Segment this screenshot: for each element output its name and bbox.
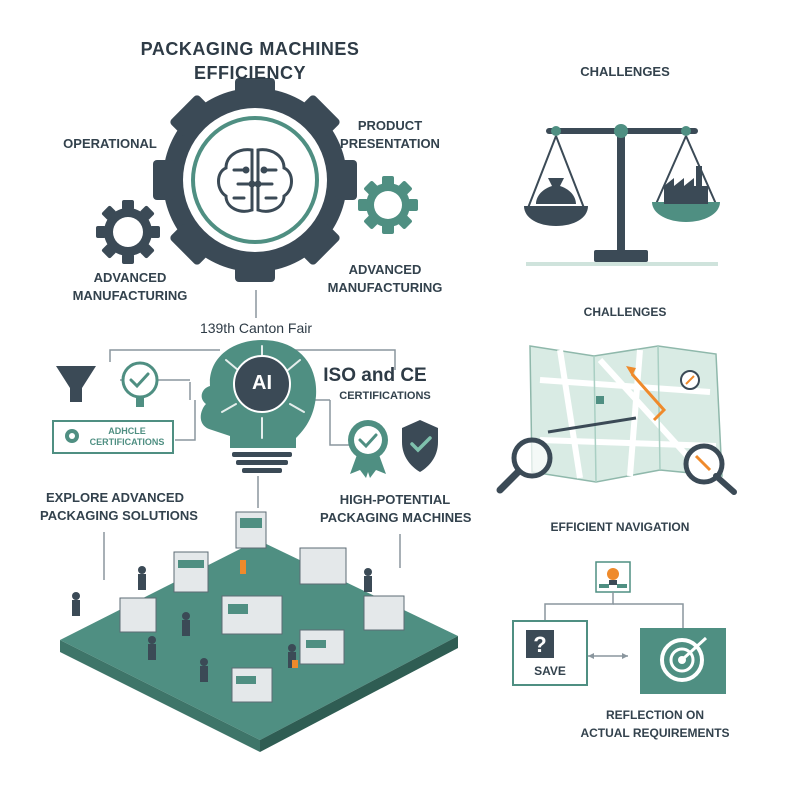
cert-badge-line-2: CERTIFICATIONS [89, 437, 165, 447]
check-icon [121, 361, 159, 407]
label-efficient-navigation: EFFICIENT NAVIGATION [550, 520, 690, 534]
label-adv-mfg-right-2: MANUFACTURING [327, 280, 443, 295]
label-challenges-top: CHALLENGES [580, 64, 670, 79]
label-canton-fair: 139th Canton Fair [199, 320, 313, 336]
gear-icon [153, 78, 357, 282]
title-line-1: PACKAGING MACHINES [140, 39, 360, 59]
label-potential-1: HIGH-POTENTIAL [339, 492, 451, 507]
gear-icon [358, 176, 418, 234]
map-icon [529, 345, 723, 483]
label-challenges-mid: CHALLENGES [583, 305, 667, 319]
label-operational: OPERATIONAL [63, 136, 157, 151]
factory-icon [664, 166, 708, 204]
factory-floor [60, 511, 458, 752]
label-iso-ce: ISO and CE [323, 365, 427, 386]
title-line-2: EFFICIENCY [193, 63, 306, 83]
label-product-line-2: PRESENTATION [340, 136, 440, 151]
magnifier-icon [496, 437, 553, 494]
target-card [640, 628, 726, 694]
ai-head-icon [200, 340, 317, 473]
label-reflection-2: ACTUAL REQUIREMENTS [580, 726, 730, 740]
cert-badge-line-1: ADHCLE [108, 426, 146, 436]
label-reflection-1: REFLECTION ON [606, 708, 704, 722]
ai-text: AI [252, 372, 272, 394]
compass-icon [680, 370, 737, 495]
label-explore-2: PACKAGING SOLUTIONS [40, 508, 198, 523]
label-adv-mfg-left-1: ADVANCED [93, 270, 167, 285]
money-bag-icon [536, 178, 576, 204]
label-iso-certifications: CERTIFICATIONS [339, 390, 431, 402]
label-adv-mfg-left-2: MANUFACTURING [72, 288, 188, 303]
label-explore-1: EXPLORE ADVANCED [46, 490, 184, 505]
label-potential-2: PACKAGING MACHINES [320, 510, 472, 525]
funnel-icon [56, 366, 96, 402]
shield-icon [402, 420, 438, 472]
label-adv-mfg-right-1: ADVANCED [348, 262, 422, 277]
badge-icon [348, 420, 388, 478]
label-product-line-1: PRODUCT [357, 118, 423, 133]
gear-icon [96, 200, 160, 264]
save-label: SAVE [534, 664, 566, 678]
lightbulb-icon [595, 561, 631, 593]
brain-icon [217, 148, 293, 213]
